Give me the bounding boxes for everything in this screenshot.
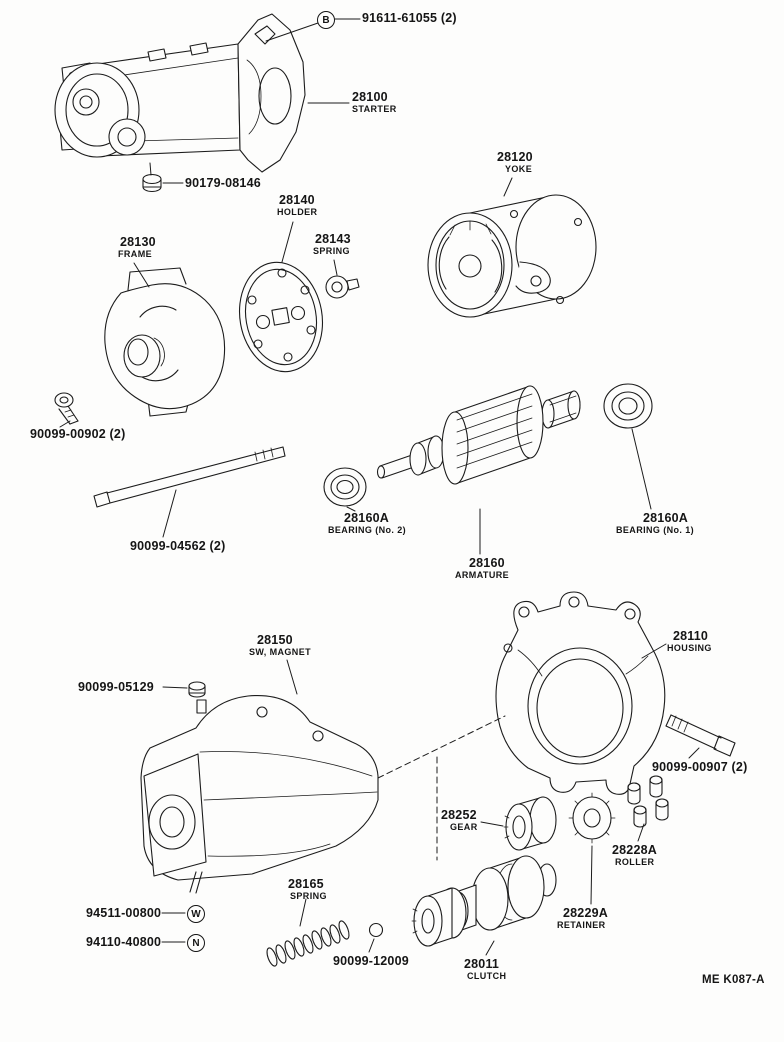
ball-12009-drawing bbox=[368, 922, 384, 938]
part-desc: FRAME bbox=[118, 249, 152, 260]
part-desc: YOKE bbox=[505, 164, 533, 175]
holder-drawing bbox=[238, 261, 324, 373]
part-desc: SPRING bbox=[290, 891, 327, 902]
part-label-90179: 90179-08146 bbox=[185, 176, 261, 190]
part-number: 28150 bbox=[257, 633, 293, 647]
part-label-yoke: 28120 YOKE bbox=[497, 150, 533, 175]
bolt-04562-drawing bbox=[93, 446, 286, 508]
part-label-clutch: 28011 CLUTCH bbox=[464, 957, 506, 982]
part-number: 28228A bbox=[612, 843, 657, 857]
part-number: 28110 bbox=[673, 629, 709, 643]
part-desc: CLUTCH bbox=[467, 971, 507, 982]
nut-05129-drawing bbox=[188, 681, 206, 698]
part-label-retainer: 28229A RETAINER bbox=[557, 906, 608, 931]
part-desc: RETAINER bbox=[557, 920, 606, 931]
part-number: 28140 bbox=[279, 193, 315, 207]
callout-w: W bbox=[187, 905, 205, 923]
part-label-spring-28143: 28143 SPRING bbox=[313, 232, 351, 257]
part-label-04562: 90099-04562 (2) bbox=[130, 539, 225, 553]
part-number: 28165 bbox=[288, 877, 324, 891]
part-label-94511: 94511-00800 bbox=[86, 906, 161, 920]
clutch-drawing bbox=[411, 855, 557, 947]
part-label-frame: 28130 FRAME bbox=[118, 235, 156, 260]
spring-28165-drawing bbox=[266, 920, 350, 967]
spring-28143-drawing bbox=[325, 275, 360, 299]
part-label-sw-magnet: 28150 SW, MAGNET bbox=[249, 633, 311, 658]
housing-drawing bbox=[495, 591, 666, 795]
part-number: 90099-00907 (2) bbox=[652, 760, 748, 774]
part-label-00907: 90099-00907 (2) bbox=[652, 760, 747, 774]
part-desc: STARTER bbox=[352, 104, 397, 115]
part-number: 90099-04562 (2) bbox=[130, 539, 226, 553]
part-label-91611: 91611-61055 (2) bbox=[362, 11, 457, 25]
part-desc: BEARING (No. 2) bbox=[328, 525, 406, 536]
part-label-12009: 90099-12009 bbox=[333, 954, 409, 968]
part-number: 28011 bbox=[464, 957, 500, 971]
part-number: 90179-08146 bbox=[185, 176, 261, 190]
part-label-roller: 28228A ROLLER bbox=[612, 843, 657, 868]
part-label-bearing-no1: 28160A BEARING (No. 1) bbox=[616, 511, 694, 536]
part-number: 90099-05129 bbox=[78, 680, 154, 694]
part-number: 90099-12009 bbox=[333, 954, 409, 968]
part-desc: BEARING (No. 1) bbox=[616, 525, 694, 536]
starter-assembly-drawing bbox=[54, 13, 306, 173]
part-label-00902: 90099-00902 (2) bbox=[30, 427, 125, 441]
part-label-94110: 94110-40800 bbox=[86, 935, 161, 949]
callout-b: B bbox=[317, 11, 335, 29]
bearing-no2-drawing bbox=[323, 467, 367, 507]
part-label-bearing-no2: 28160A BEARING (No. 2) bbox=[328, 511, 406, 536]
part-desc: ROLLER bbox=[615, 857, 655, 868]
bearing-no1-drawing bbox=[603, 383, 653, 429]
part-number: 28143 bbox=[315, 232, 351, 246]
part-desc: HOLDER bbox=[277, 207, 318, 218]
gear-drawing bbox=[503, 796, 557, 851]
part-label-gear: 28252 GEAR bbox=[441, 808, 478, 833]
part-label-armature: 28160 ARMATURE bbox=[455, 556, 509, 581]
part-desc: SPRING bbox=[313, 246, 350, 257]
part-label-05129: 90099-05129 bbox=[78, 680, 154, 694]
part-number: 28160A bbox=[643, 511, 688, 525]
part-number: 28100 bbox=[352, 90, 388, 104]
yoke-drawing bbox=[427, 194, 597, 318]
part-number: 28252 bbox=[441, 808, 477, 822]
doc-code: ME K087-A bbox=[702, 974, 765, 986]
frame-drawing bbox=[104, 267, 226, 417]
leader-lines bbox=[59, 18, 700, 956]
part-number: 91611-61055 (2) bbox=[362, 11, 457, 25]
retainer-drawing bbox=[568, 792, 616, 844]
part-desc: GEAR bbox=[450, 822, 478, 833]
part-number: 94511-00800 bbox=[86, 906, 162, 920]
part-number: 28229A bbox=[563, 906, 608, 920]
magnet-switch-drawing bbox=[140, 694, 379, 894]
part-desc: SW, MAGNET bbox=[249, 647, 311, 658]
bolt-00907-drawing bbox=[665, 714, 736, 757]
part-number: 94110-40800 bbox=[86, 935, 162, 949]
part-label-spring-28165: 28165 SPRING bbox=[288, 877, 327, 902]
part-number: 28160 bbox=[469, 556, 505, 570]
part-label-starter: 28100 STARTER bbox=[352, 90, 397, 115]
roller-drawing bbox=[627, 775, 669, 828]
part-desc: HOUSING bbox=[667, 643, 712, 654]
nut-90179-drawing bbox=[142, 173, 162, 193]
part-label-housing: 28110 HOUSING bbox=[667, 629, 712, 654]
part-number: 28120 bbox=[497, 150, 533, 164]
part-number: 28160A bbox=[344, 511, 389, 525]
part-desc: ARMATURE bbox=[455, 570, 510, 581]
part-number: 28130 bbox=[120, 235, 156, 249]
part-label-holder: 28140 HOLDER bbox=[277, 193, 317, 218]
part-number: 90099-00902 (2) bbox=[30, 427, 126, 441]
screw-00902-drawing bbox=[54, 392, 79, 425]
callout-n: N bbox=[187, 934, 205, 952]
armature-drawing bbox=[376, 385, 581, 485]
